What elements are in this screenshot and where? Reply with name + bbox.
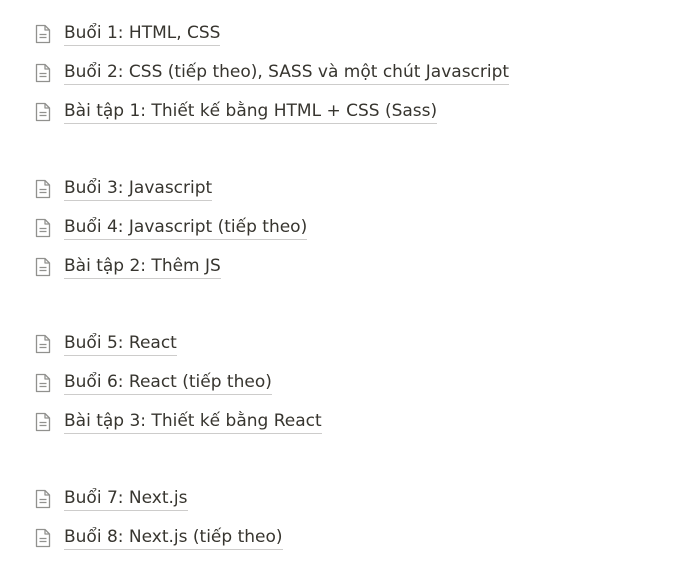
page-icon <box>33 372 53 394</box>
page-link-label: Buổi 4: Javascript (tiếp theo) <box>64 216 308 240</box>
page-icon <box>33 178 53 200</box>
page-link-label: Buổi 2: CSS (tiếp theo), SASS và một chú… <box>64 61 510 85</box>
page-link-buoi-6[interactable]: Buổi 6: React (tiếp theo) <box>0 363 677 402</box>
page-link-label: Buổi 3: Javascript <box>64 177 213 201</box>
page-icon <box>33 333 53 355</box>
page-link-buoi-4[interactable]: Buổi 4: Javascript (tiếp theo) <box>0 208 677 247</box>
page-link-label: Buổi 1: HTML, CSS <box>64 22 221 46</box>
page-icon <box>33 23 53 45</box>
page-icon <box>33 62 53 84</box>
page-icon <box>33 217 53 239</box>
lesson-group-2: Buổi 3: Javascript Buổi 4: Javascript (t… <box>0 169 677 286</box>
page-link-label: Bài tập 2: Thêm JS <box>64 255 221 279</box>
page-link-bai-tap-2[interactable]: Bài tập 2: Thêm JS <box>0 247 677 286</box>
page-link-label: Buổi 6: React (tiếp theo) <box>64 371 272 395</box>
page-link-buoi-7[interactable]: Buổi 7: Next.js <box>0 479 677 518</box>
page-icon <box>33 488 53 510</box>
page-link-buoi-8[interactable]: Buổi 8: Next.js (tiếp theo) <box>0 518 677 557</box>
page-icon <box>33 256 53 278</box>
page-link-buoi-2[interactable]: Buổi 2: CSS (tiếp theo), SASS và một chú… <box>0 53 677 92</box>
page-link-label: Buổi 5: React <box>64 332 177 356</box>
page-icon <box>33 527 53 549</box>
page-link-bai-tap-3[interactable]: Bài tập 3: Thiết kế bằng React <box>0 402 677 441</box>
page-link-buoi-1[interactable]: Buổi 1: HTML, CSS <box>0 14 677 53</box>
page-link-label: Bài tập 1: Thiết kế bằng HTML + CSS (Sas… <box>64 100 438 124</box>
page-link-bai-tap-1[interactable]: Bài tập 1: Thiết kế bằng HTML + CSS (Sas… <box>0 92 677 131</box>
lesson-group-4: Buổi 7: Next.js Buổi 8: Next.js (tiếp th… <box>0 479 677 557</box>
lesson-group-1: Buổi 1: HTML, CSS Buổi 2: CSS (tiếp theo… <box>0 14 677 131</box>
page-link-label: Buổi 7: Next.js <box>64 487 188 511</box>
page-link-buoi-5[interactable]: Buổi 5: React <box>0 324 677 363</box>
page-link-buoi-3[interactable]: Buổi 3: Javascript <box>0 169 677 208</box>
page-icon <box>33 411 53 433</box>
page-link-label: Bài tập 3: Thiết kế bằng React <box>64 410 322 434</box>
page-link-label: Buổi 8: Next.js (tiếp theo) <box>64 526 283 550</box>
page-icon <box>33 101 53 123</box>
lesson-group-3: Buổi 5: React Buổi 6: React (tiếp theo) … <box>0 324 677 441</box>
